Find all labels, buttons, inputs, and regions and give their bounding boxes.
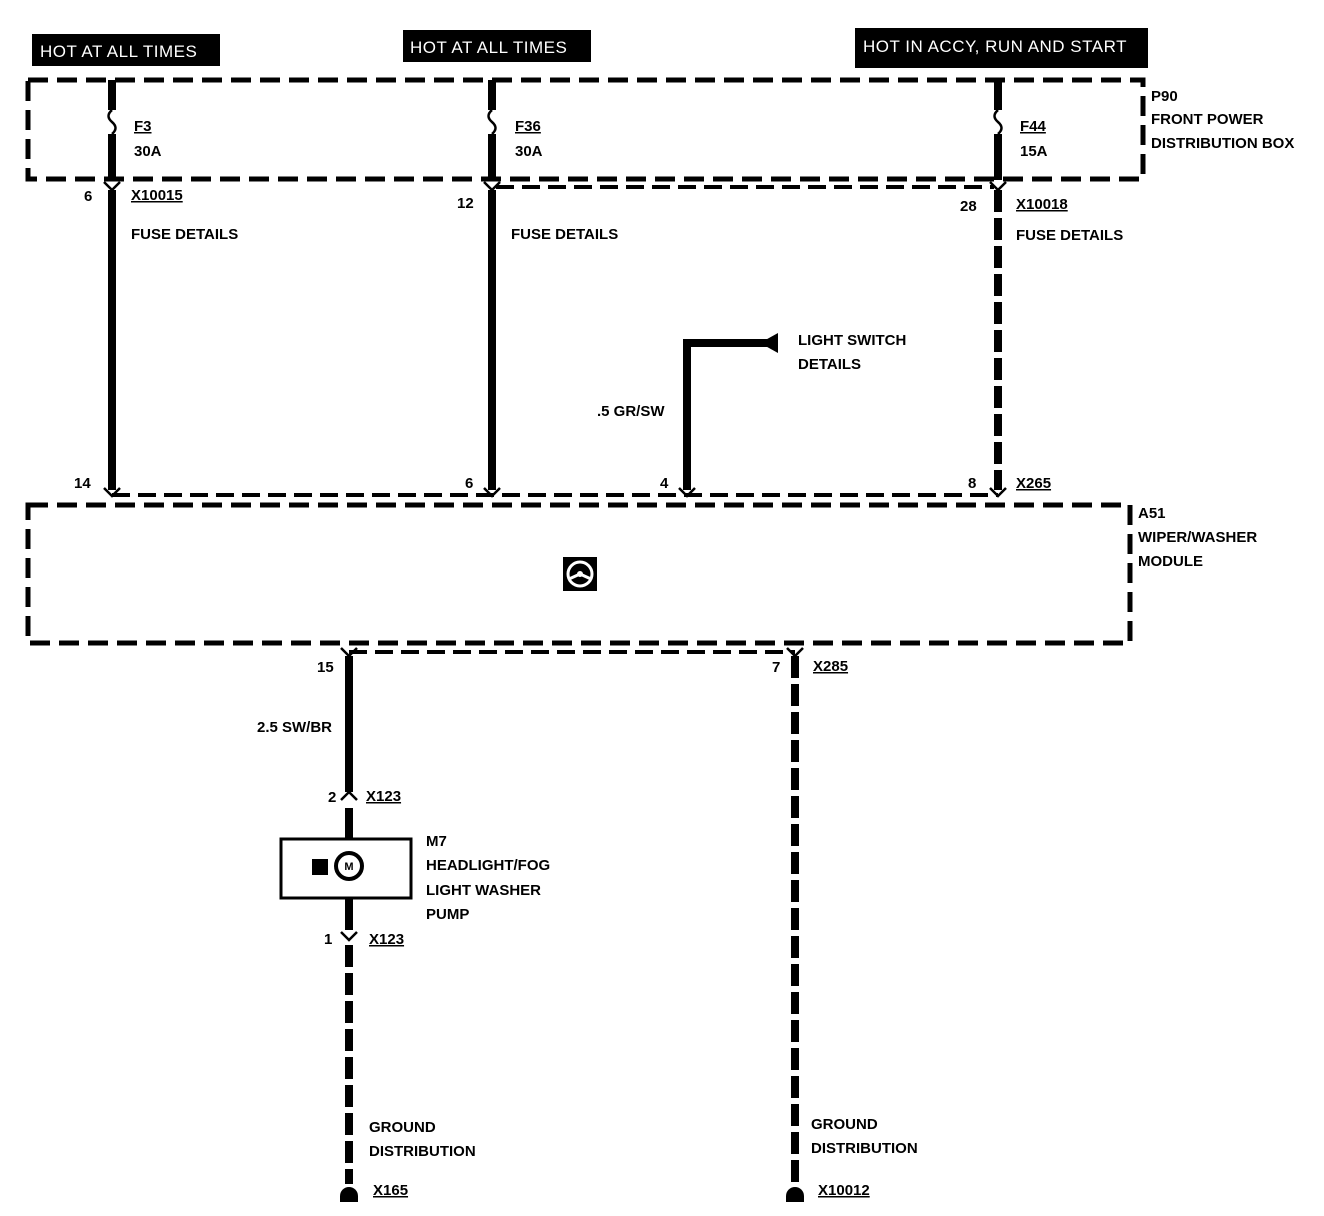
power-box-id: P90: [1151, 88, 1178, 105]
fuse-f3-name: F3: [134, 118, 152, 135]
motor-letter: M: [344, 861, 353, 873]
ground-2-line1: GROUND: [811, 1116, 878, 1133]
connector-x10015: X10015: [131, 187, 183, 204]
fuse-f44-rating: 15A: [1020, 143, 1048, 160]
header-middle-label: HOT AT ALL TIMES: [410, 38, 567, 57]
connector-x10018: X10018: [1016, 196, 1068, 213]
module-name-line2: MODULE: [1138, 553, 1203, 570]
light-switch-line2: DETAILS: [798, 356, 861, 373]
pump-body-icon: [312, 859, 328, 875]
wiper-washer-module-outline: [25, 502, 1133, 646]
light-switch-line1: LIGHT SWITCH: [798, 332, 906, 349]
connector-x285: X285: [813, 658, 848, 675]
module-pin-6: 6: [465, 475, 473, 492]
header-middle-badge: [403, 30, 591, 62]
fuse-f44: F44 15A: [993, 80, 1048, 180]
power-distribution-box-outline: [25, 77, 1146, 182]
pump-top-pin: 2: [328, 789, 336, 806]
pump-top-connector: X123: [366, 788, 401, 805]
header-left-badge: [32, 34, 220, 66]
ground-1-icon: [340, 1187, 358, 1202]
header-right-label: HOT IN ACCY, RUN AND START: [863, 37, 1127, 56]
ground-2-connector: X10012: [818, 1182, 870, 1199]
pump-bottom-connector: X123: [369, 931, 404, 948]
fuse-details-1: FUSE DETAILS: [131, 226, 238, 243]
motor-icon: [334, 851, 364, 881]
fuse-f44-pin: 28: [960, 198, 977, 215]
ground-2-line2: DISTRIBUTION: [811, 1140, 918, 1157]
module-pin-14: 14: [74, 475, 91, 492]
light-switch-connector-icon: [760, 333, 778, 353]
fuse-f36-name: F36: [515, 118, 541, 135]
fuse-details-3: FUSE DETAILS: [1016, 227, 1123, 244]
ground-1-connector: X165: [373, 1182, 408, 1199]
wire-light-switch: [683, 339, 768, 490]
pump-wire-label: 2.5 SW/BR: [257, 719, 332, 736]
pump-line1: HEADLIGHT/FOG: [426, 857, 550, 874]
ground-1-line1: GROUND: [369, 1119, 436, 1136]
module-id: A51: [1138, 505, 1166, 522]
header-left-label: HOT AT ALL TIMES: [40, 42, 197, 61]
module-pin-7: 7: [772, 659, 780, 676]
connector-x10015-chevron: [103, 181, 121, 192]
connector-x265: X265: [1016, 475, 1051, 492]
pump-line3: PUMP: [426, 906, 469, 923]
pump-line2: LIGHT WASHER: [426, 882, 541, 899]
fuse-f3-rating: 30A: [134, 143, 162, 160]
fuse-f3: F3 30A: [107, 80, 162, 180]
module-pin-4: 4: [660, 475, 669, 492]
fuse-details-2: FUSE DETAILS: [511, 226, 618, 243]
power-box-name-line2: DISTRIBUTION BOX: [1151, 135, 1294, 152]
steering-wheel-icon: [563, 557, 597, 591]
ground-1-line2: DISTRIBUTION: [369, 1143, 476, 1160]
fuse-f36: F36 30A: [487, 80, 543, 180]
fuse-f36-rating: 30A: [515, 143, 543, 160]
light-switch-wire-label: .5 GR/SW: [597, 403, 665, 420]
module-pin-15: 15: [317, 659, 334, 676]
fuse-f44-name: F44: [1020, 118, 1047, 135]
module-pin-8: 8: [968, 475, 976, 492]
ground-2-icon: [786, 1187, 804, 1202]
power-box-name-line1: FRONT POWER: [1151, 111, 1264, 128]
fuse-f3-pin: 6: [84, 188, 92, 205]
pump-bottom-pin: 1: [324, 931, 332, 948]
pump-top-connector-chevron: [340, 790, 358, 801]
fuse-f36-pin: 12: [457, 195, 474, 212]
pump-id: M7: [426, 833, 447, 850]
module-name-line1: WIPER/WASHER: [1138, 529, 1257, 546]
header-right-badge: [855, 28, 1148, 68]
pump-bottom-connector-chevron: [340, 931, 358, 942]
